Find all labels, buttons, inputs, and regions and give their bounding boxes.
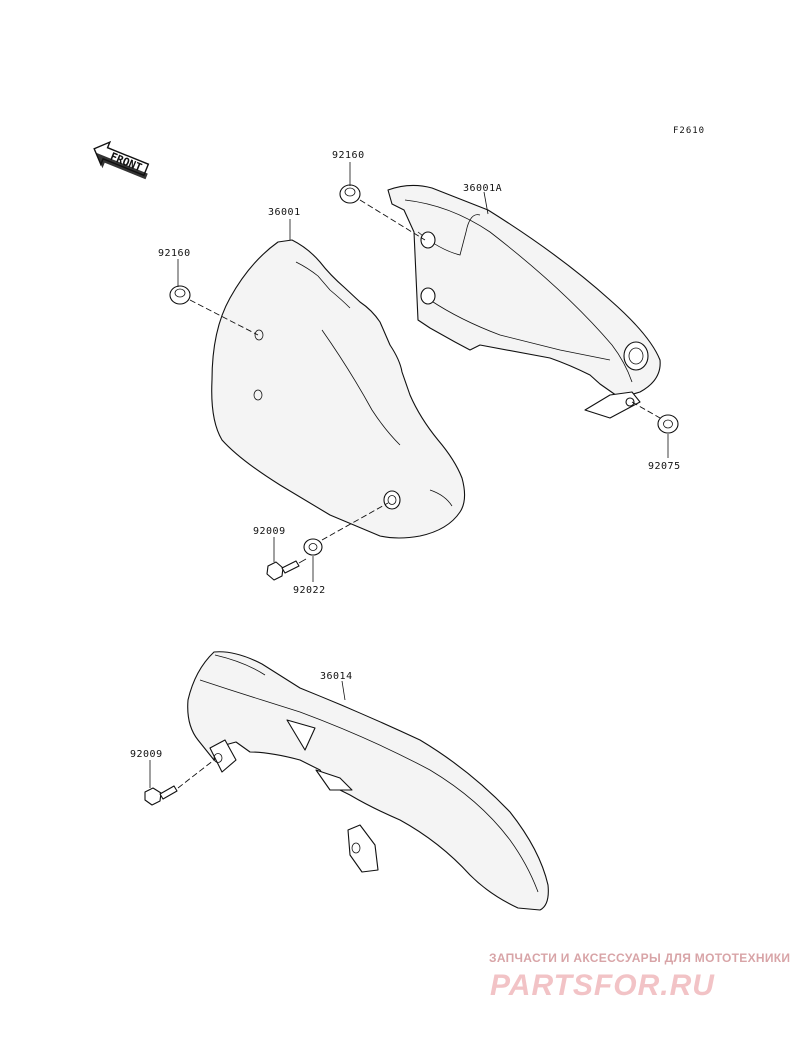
chain-case <box>187 651 549 911</box>
front-arrow-icon: FRONT <box>93 140 150 180</box>
watermark-logo: PARTSFOR.RU <box>490 969 715 1002</box>
label-92160-left: 92160 <box>158 248 191 259</box>
leader-36014 <box>341 680 346 701</box>
watermark-caption: ЗАПЧАСТИ И АКСЕССУАРЫ ДЛЯ МОТОТЕХНИКИ <box>489 951 790 965</box>
label-36014: 36014 <box>320 671 353 682</box>
label-92009-upper: 92009 <box>253 526 286 537</box>
washer <box>303 502 389 556</box>
watermark: ЗАПЧАСТИ И АКСЕССУАРЫ ДЛЯ МОТОТЕХНИКИ PA… <box>489 951 790 1002</box>
collar <box>631 401 679 434</box>
grommet-left <box>169 285 259 336</box>
label-92009-lower: 92009 <box>130 749 163 760</box>
side-cover-right <box>387 184 661 419</box>
side-cover-left <box>211 239 466 539</box>
label-92160-top: 92160 <box>332 150 365 161</box>
leader-36001a <box>483 191 489 215</box>
bolt-upper <box>266 558 307 581</box>
label-36001a: 36001A <box>463 183 502 194</box>
figure-code: F2610 <box>673 126 705 136</box>
label-92075: 92075 <box>648 461 681 472</box>
bolt-lower <box>144 759 215 806</box>
label-92022: 92022 <box>293 585 326 596</box>
label-36001: 36001 <box>268 207 301 218</box>
